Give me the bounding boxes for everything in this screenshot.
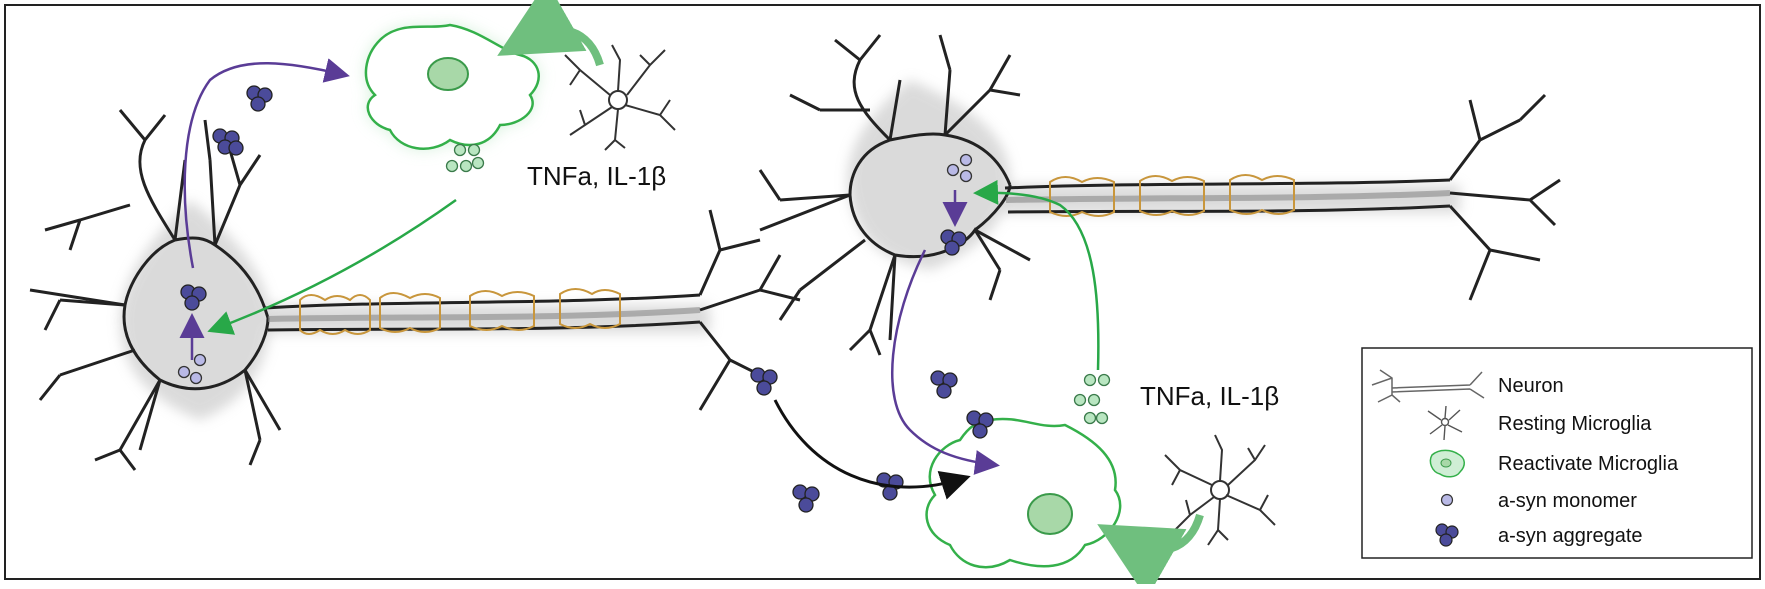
microglia-nucleus: [1027, 493, 1073, 535]
microglia-nucleus: [427, 57, 469, 91]
neuron-left-terminal: [698, 209, 801, 411]
neuron-right: [758, 34, 1561, 356]
resting-microglia-bottom: [1164, 434, 1276, 546]
legend-label-aggregate: a-syn aggregate: [1498, 525, 1643, 547]
neuron-right-terminal: [1448, 93, 1561, 301]
resting-microglia-icon: [1427, 405, 1463, 441]
resting-microglia-top: [564, 44, 676, 151]
aggregate: [180, 284, 207, 311]
cytokine-arrow-right: [973, 179, 1100, 371]
release-arrow-right: [890, 249, 1000, 475]
aggregates: [180, 85, 994, 513]
neuron-icon: [1371, 369, 1485, 403]
legend-label-reactive: Reactivate Microglia: [1498, 453, 1679, 475]
reactive-microglia-icon: [1429, 449, 1465, 478]
neuron-left-dendrites: [29, 109, 282, 471]
legend-box: [1361, 347, 1753, 559]
aggregate: [750, 367, 778, 396]
legend-label-monomer: a-syn monomer: [1498, 490, 1637, 512]
reactive-microglia-top: [364, 23, 540, 150]
spread-arrow: [773, 399, 971, 500]
legend-label-resting: Resting Microglia: [1498, 413, 1652, 435]
aggregate: [212, 128, 244, 156]
monomers: [177, 153, 973, 385]
legend: Neuron Resting Microglia Reactivate Micr…: [1361, 347, 1753, 559]
aggregate: [940, 229, 967, 256]
aggregate-icon: [1435, 523, 1459, 547]
aggregate: [246, 85, 273, 112]
cytokine-vesicles: [445, 143, 1111, 425]
legend-label-neuron: Neuron: [1498, 375, 1564, 397]
release-arrow-left: [183, 58, 350, 269]
aggregate: [966, 410, 994, 439]
cytokine-label-right: TNFa, IL-1β: [1140, 381, 1279, 411]
activation-arrow-top: [497, 0, 604, 67]
activation-arrow-bottom: [1097, 513, 1204, 589]
aggregate: [930, 370, 958, 399]
aggregate: [792, 484, 820, 513]
neuron-right-dendrites: [758, 34, 1031, 356]
monomer-icon: [1440, 493, 1454, 507]
cytokine-label-left: TNFa, IL-1β: [527, 161, 666, 191]
cytokine-arrow-left: [207, 198, 457, 335]
